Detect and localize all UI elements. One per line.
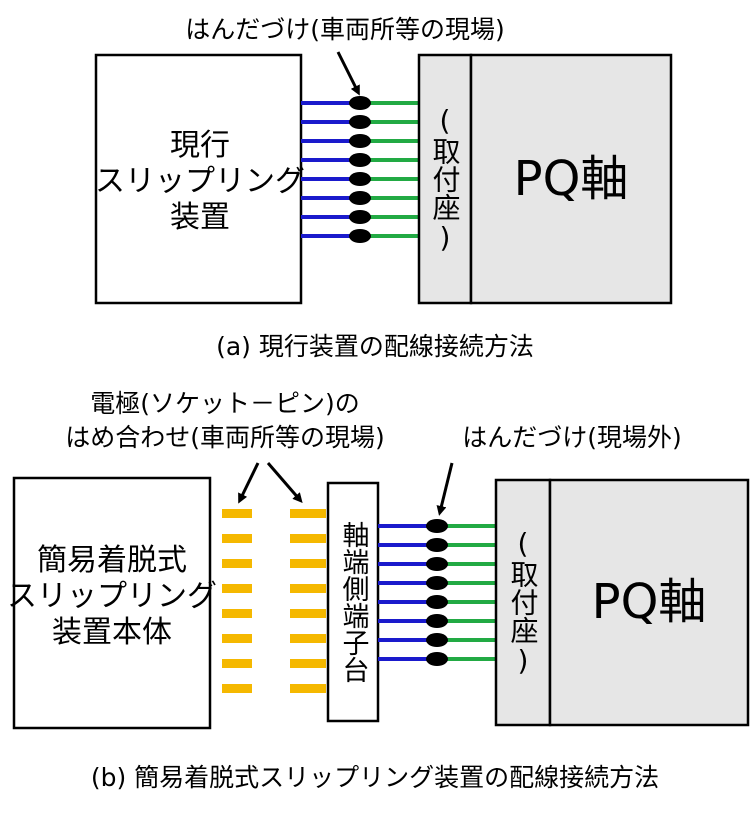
panel-b-solder-callout: はんだづけ(現場外) <box>462 423 682 452</box>
panel-a-solder-joint <box>349 210 371 224</box>
panel-b: 電極(ソケット－ピン)の はめ合わせ(車両所等の現場) はんだづけ(現場外) 簡… <box>7 389 750 792</box>
panel-b-solder-joint <box>426 595 448 609</box>
panel-b-device-body-box <box>12 476 212 730</box>
panel-a-callout-arrow <box>336 51 360 96</box>
socket-pin-right <box>290 684 326 693</box>
panel-b-solder-arrow <box>436 462 454 516</box>
panel-b-pin-callout-line1: 電極(ソケット－ピン)の <box>90 389 360 418</box>
socket-pin-right <box>290 584 326 593</box>
panel-b-solder-joint <box>426 557 448 571</box>
panel-b-solder-joint <box>426 519 448 533</box>
panel-a: はんだづけ(車両所等の現場) 現行 スリップリング 装置 (取付座) PQ軸 (… <box>94 15 673 361</box>
panel-b-solder-joint <box>426 538 448 552</box>
panel-b-mount-block <box>494 478 552 727</box>
socket-pin-right <box>290 559 326 568</box>
panel-a-solder-joint <box>349 191 371 205</box>
panel-b-caption: (b) 簡易着脱式スリップリング装置の配線接続方法 <box>91 763 659 792</box>
panel-a-axle-label: PQ軸 <box>514 151 629 207</box>
socket-pin-left <box>222 634 252 643</box>
socket-pin-right <box>290 534 326 543</box>
panel-b-axle-label: PQ軸 <box>592 574 707 630</box>
panel-a-solder-joint <box>349 115 371 129</box>
panel-b-device-label-line3: 装置本体 <box>52 615 172 650</box>
panel-a-wire-bundle <box>301 96 419 243</box>
socket-pin-left <box>222 659 252 668</box>
socket-pin-left <box>222 509 252 518</box>
panel-a-solder-joint <box>349 229 371 243</box>
panel-a-solder-joint <box>349 96 371 110</box>
socket-pin-left <box>222 609 252 618</box>
panel-a-solder-callout: はんだづけ(車両所等の現場) <box>185 15 505 44</box>
panel-b-solder-joint <box>426 614 448 628</box>
panel-b-pq-axle-box <box>548 478 750 727</box>
panel-b-solder-joint <box>426 633 448 647</box>
panel-b-mount-label: (取付座) <box>507 527 540 677</box>
panel-b-pin-callout-line2: はめ合わせ(車両所等の現場) <box>65 423 385 452</box>
panel-b-solder-joint <box>426 652 448 666</box>
socket-pin-right <box>290 634 326 643</box>
panel-b-terminal-block <box>326 481 380 723</box>
socket-pin-left <box>222 684 252 693</box>
panel-a-caption: (a) 現行装置の配線接続方法 <box>216 332 534 361</box>
panel-a-current-device-box <box>94 53 303 305</box>
socket-pin-right <box>290 609 326 618</box>
panel-b-pin-arrow-right <box>266 462 303 504</box>
panel-b-pin-columns <box>222 509 326 693</box>
panel-a-device-label-line1: 現行 <box>170 128 230 163</box>
panel-b-device-label-line1: 簡易着脱式 <box>37 543 187 578</box>
panel-a-mount-block <box>417 53 473 305</box>
panel-b-device-label-line2: スリップリング <box>7 579 217 614</box>
socket-pin-right <box>290 659 326 668</box>
panel-a-pq-axle-box <box>469 53 673 305</box>
panel-a-solder-joint <box>349 172 371 186</box>
socket-pin-left <box>222 559 252 568</box>
panel-a-solder-joint <box>349 153 371 167</box>
panel-b-terminal-label: 軸端側端子台 <box>338 521 370 683</box>
socket-pin-right <box>290 509 326 518</box>
panel-b-solder-joint <box>426 576 448 590</box>
panel-a-device-label-line2: スリップリング <box>95 164 305 199</box>
panel-a-device-label-line3: 装置 <box>170 200 230 235</box>
socket-pin-left <box>222 534 252 543</box>
panel-a-mount-label: (取付座) <box>429 104 462 254</box>
panel-b-pin-arrow-left <box>238 462 260 504</box>
panel-a-solder-joint <box>349 134 371 148</box>
socket-pin-left <box>222 584 252 593</box>
panel-b-wire-bundle <box>378 519 496 666</box>
